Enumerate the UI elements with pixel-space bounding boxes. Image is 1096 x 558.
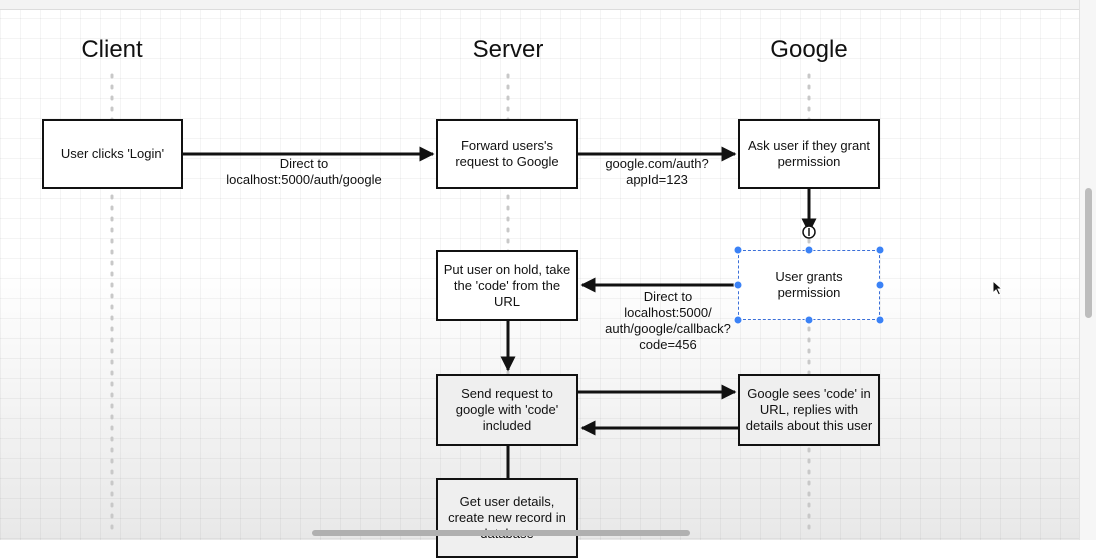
resize-handle-bottom-left[interactable] bbox=[733, 315, 743, 325]
column-header-server: Server bbox=[472, 36, 544, 63]
box-ask-permission[interactable]: Ask user if they grant permission bbox=[738, 119, 880, 189]
label-line: google.com/auth? bbox=[605, 156, 709, 171]
resize-handle-bottom-right[interactable] bbox=[875, 315, 885, 325]
label-line: appId=123 bbox=[626, 172, 688, 187]
resize-handle-top-right[interactable] bbox=[875, 245, 885, 255]
resize-handle-bottom[interactable] bbox=[804, 315, 814, 325]
arrow-label-google-auth-url[interactable]: google.com/auth? appId=123 bbox=[605, 156, 708, 188]
vertical-scroll-thumb[interactable] bbox=[1085, 188, 1092, 318]
label-line: Direct to bbox=[279, 156, 329, 171]
column-header-google: Google bbox=[770, 36, 848, 63]
arrow-label-direct-to-callback[interactable]: Direct to localhost:5000/ auth/google/ca… bbox=[605, 289, 731, 353]
horizontal-scroll-thumb[interactable] bbox=[312, 530, 690, 536]
box-label: User clicks 'Login' bbox=[60, 146, 165, 161]
label-line: code=456 bbox=[639, 337, 697, 352]
box-label: Send request to google with 'code' inclu… bbox=[455, 386, 559, 433]
box-label: Ask user if they grant permission bbox=[747, 138, 871, 169]
vertical-scrollbar[interactable] bbox=[1079, 0, 1096, 540]
box-label: Forward users's request to Google bbox=[455, 138, 559, 169]
box-label: Google sees 'code' in URL, replies with … bbox=[745, 386, 873, 433]
label-line: localhost:5000/ bbox=[624, 305, 712, 320]
box-label: User grants permission bbox=[775, 269, 843, 300]
box-forward-request[interactable]: Forward users's request to Google bbox=[436, 119, 578, 189]
resize-handle-right[interactable] bbox=[875, 280, 885, 290]
resize-handle-top[interactable] bbox=[804, 245, 814, 255]
box-put-on-hold[interactable]: Put user on hold, take the 'code' from t… bbox=[436, 250, 578, 321]
label-line: Direct to bbox=[643, 289, 693, 304]
label-line: auth/google/callback? bbox=[605, 321, 731, 336]
toolbar-strip bbox=[0, 0, 1096, 10]
resize-handle-left[interactable] bbox=[733, 280, 743, 290]
box-user-clicks-login[interactable]: User clicks 'Login' bbox=[42, 119, 183, 189]
column-header-client: Client bbox=[81, 36, 143, 63]
mouse-pointer-icon bbox=[992, 280, 1004, 296]
label-line: localhost:5000/auth/google bbox=[226, 172, 382, 187]
box-google-sees-code[interactable]: Google sees 'code' in URL, replies with … bbox=[738, 374, 880, 446]
box-label: Put user on hold, take the 'code' from t… bbox=[443, 261, 571, 309]
box-send-request[interactable]: Send request to google with 'code' inclu… bbox=[436, 374, 578, 446]
arrow-label-direct-to-auth[interactable]: Direct to localhost:5000/auth/google bbox=[226, 156, 381, 188]
box-get-user-details[interactable]: Get user details, create new record in d… bbox=[436, 478, 578, 558]
box-label: Get user details, create new record in d… bbox=[448, 494, 566, 541]
resize-handle-top-left[interactable] bbox=[733, 245, 743, 255]
box-user-grants-permission[interactable]: User grants permission bbox=[738, 250, 880, 320]
